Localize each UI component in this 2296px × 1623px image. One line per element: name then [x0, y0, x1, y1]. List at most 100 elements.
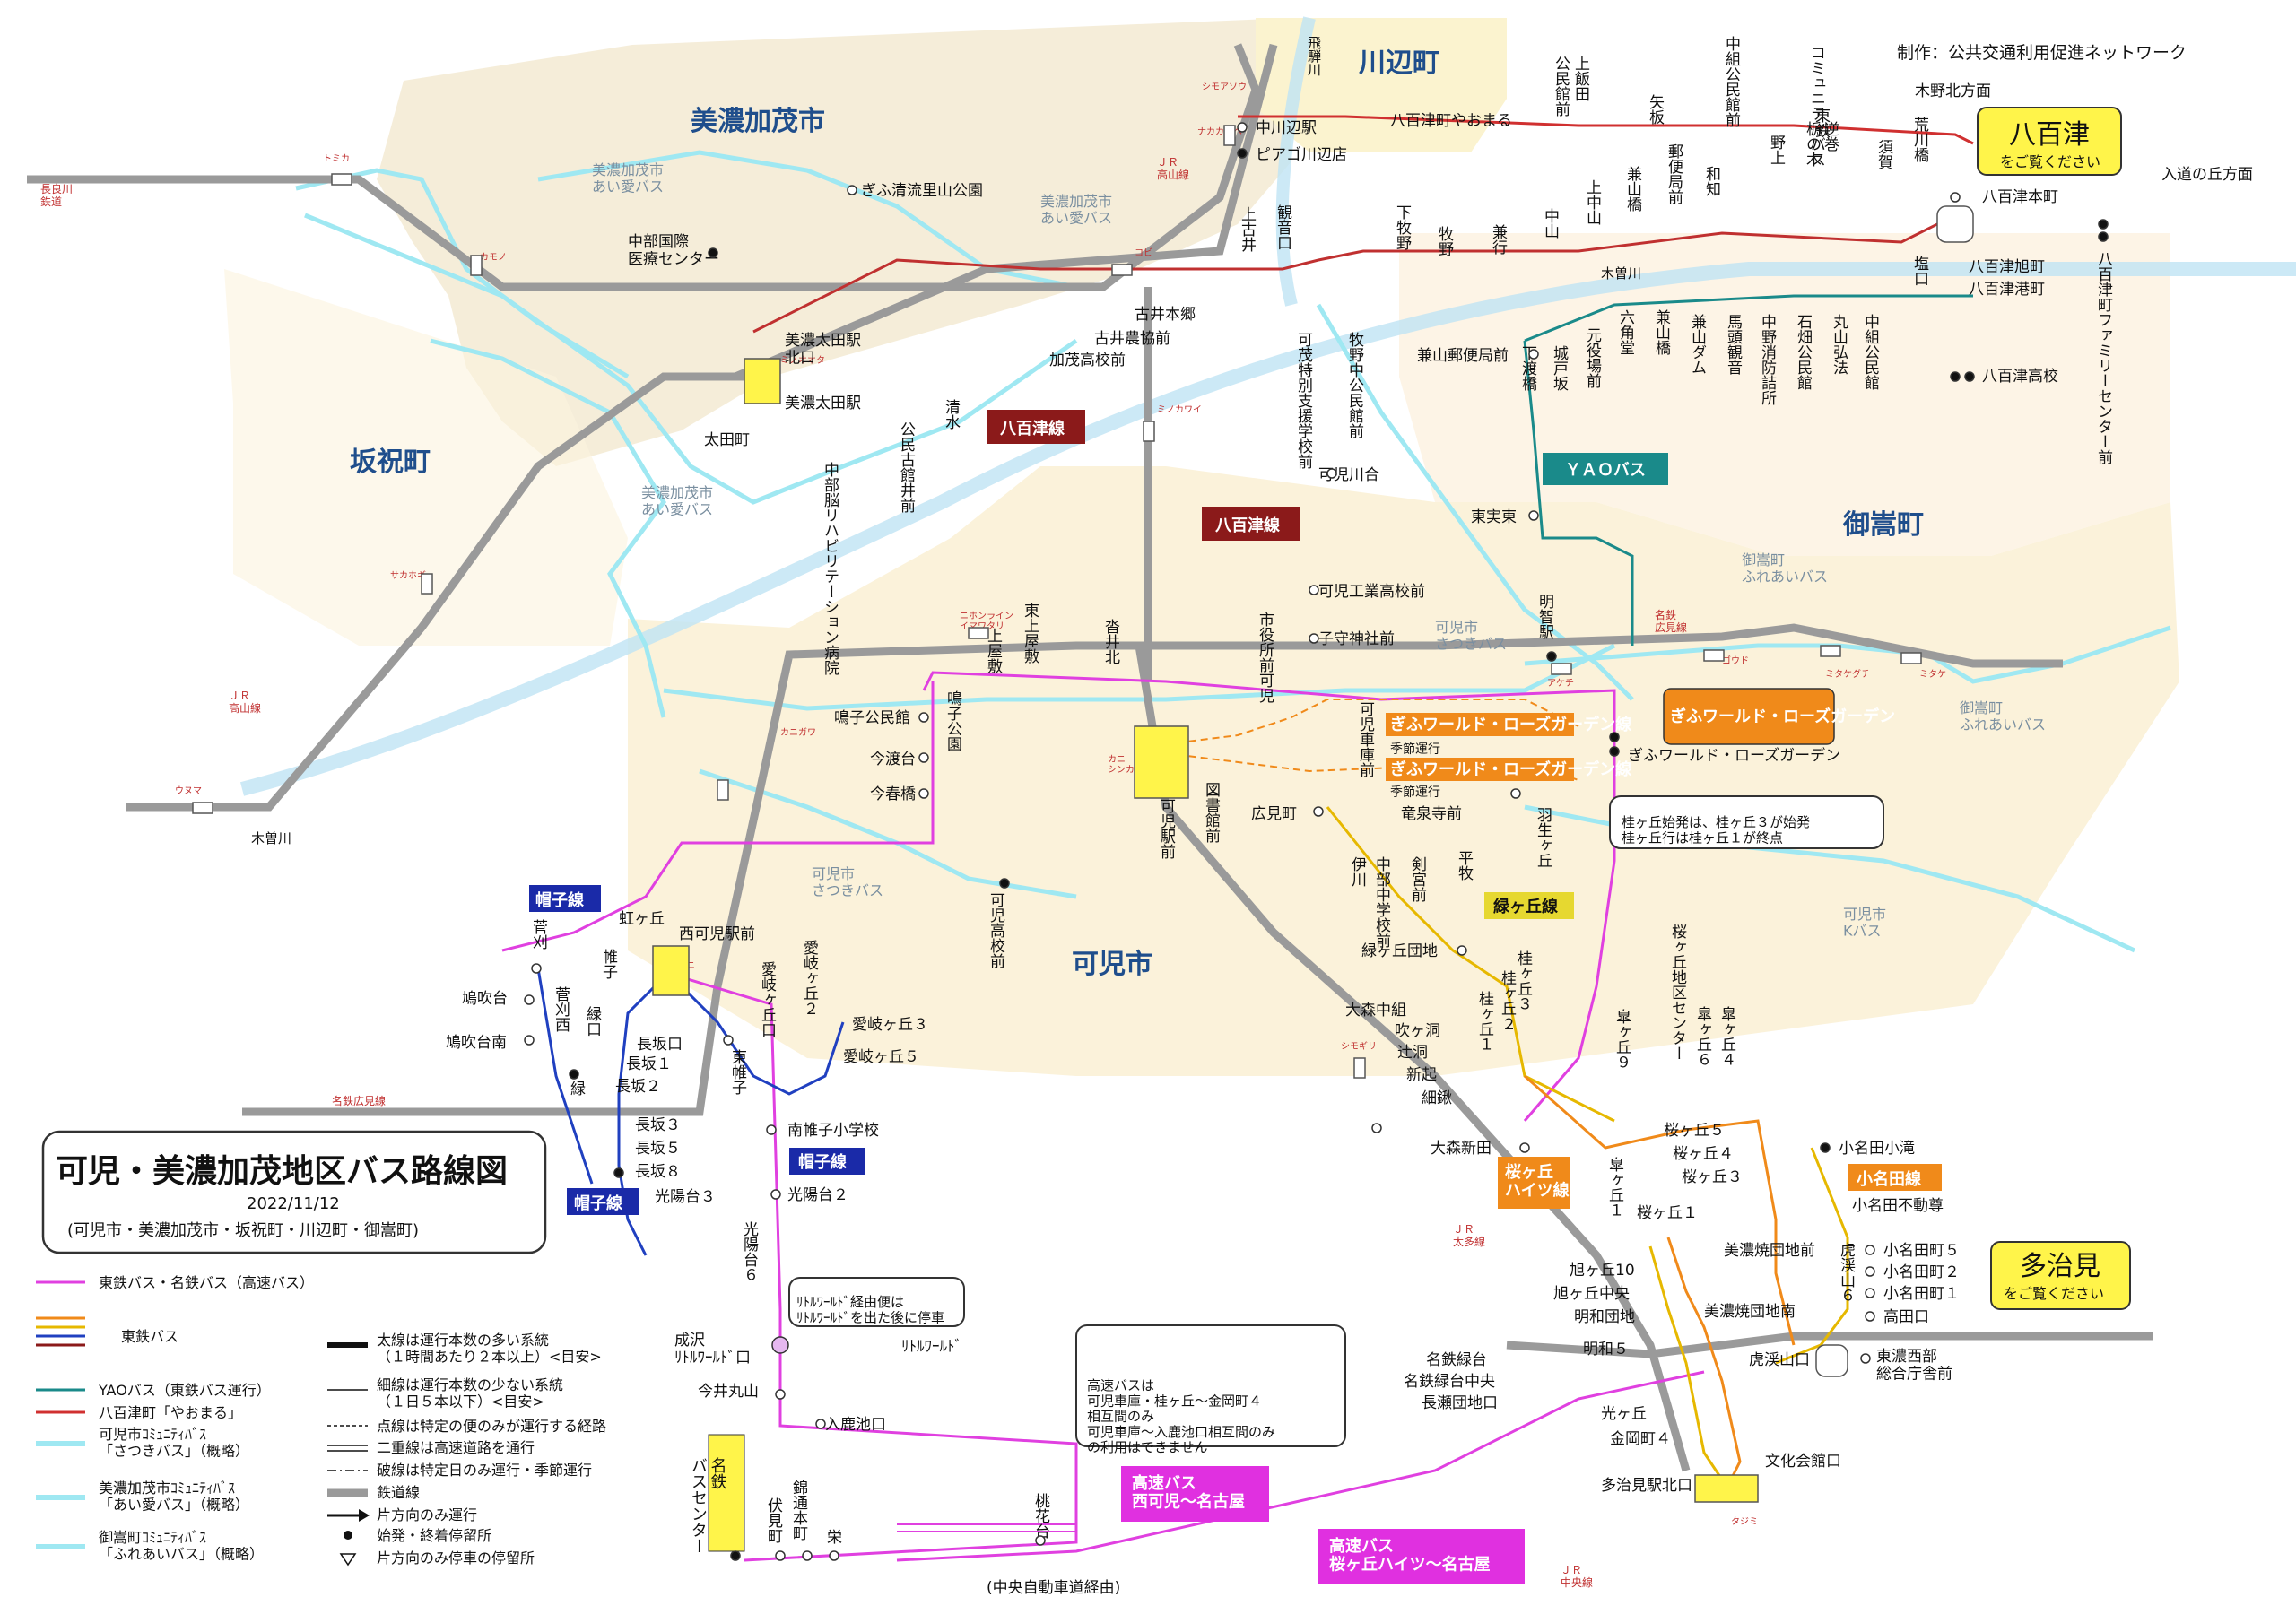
tag-sakuragaoka: 桜ヶ丘ハイツ線	[1505, 1162, 1570, 1201]
stop-naruko-kominkan: 鳴子公民館	[834, 709, 910, 727]
stop-dot	[1865, 1311, 1875, 1322]
vstop-akechi-eki: 明智駅	[1535, 594, 1554, 639]
tag-highway-2: 高速バス桜ヶ丘ハイツ〜名古屋	[1329, 1536, 1491, 1575]
stop-dot	[1865, 1245, 1875, 1255]
title-box: 可児・美濃加茂地区バス路線図 2022/11/12 (可児市・美濃加茂市・坂祝町…	[41, 1130, 547, 1254]
vstop-tsurugimiya: 剣宮前	[1408, 856, 1427, 903]
kana-unuma: ウヌマ	[175, 785, 202, 796]
stop-furui-hongo: 古井本郷	[1135, 306, 1196, 324]
vstop-satsukigaoka-1: 皐ヶ丘１	[1605, 1157, 1624, 1218]
area-minokamo-label: 美濃加茂市	[691, 106, 825, 137]
area-kawabe	[1256, 18, 1507, 152]
stop-yaotsu-asahimachi: 八百津旭町	[1969, 258, 2045, 276]
stop-nagasaka-8: 長坂８	[635, 1163, 681, 1181]
meitetsu-hiromi-line	[242, 623, 2063, 1116]
vstop-community: コミュニティバス	[1807, 45, 1825, 167]
stop-dot	[1035, 1535, 1046, 1546]
vstop-midoriguchi: 緑口	[583, 1006, 602, 1037]
stop-labels-h: ぎふ清流里山公園 中部国際医療センター 美濃太田駅北口 美濃太田駅 太田町 中川…	[446, 119, 2058, 1495]
stop-konada-fudoson: 小名田不動尊	[1852, 1197, 1944, 1215]
vstop-makino: 牧野	[1435, 226, 1454, 256]
community-label-4: 可児市さつきバス	[1435, 619, 1507, 652]
vstop-bato-kannon: 馬頭観音	[1724, 314, 1743, 375]
kana-sakahogi: サカホギ	[390, 570, 426, 581]
legend-one-way: 片方向のみ運行	[377, 1506, 477, 1523]
highway-note: 高速バスは可児車庫・桂ヶ丘〜金岡町４相互間のみ可児車庫〜入鹿池口相互間のみの利用…	[1075, 1324, 1346, 1455]
vstop-sakamaki: 逆巻	[1821, 121, 1839, 152]
map-subtitle: (可児市・美濃加茂市・坂祝町・川辺町・御嵩町)	[67, 1221, 419, 1240]
chuo-line	[1506, 1332, 2152, 1358]
station-akechi	[1551, 663, 1572, 675]
railways	[27, 43, 2152, 1472]
kana-minokawai: ミノカワイ	[1157, 404, 1202, 415]
stop-hiromimachi: 広見町	[1251, 805, 1297, 823]
tag-eboshi-2: 帽子線	[798, 1152, 847, 1172]
kana-tajimi: タジミ	[1731, 1516, 1758, 1527]
kana-tomika: トミカ	[323, 153, 350, 164]
stop-nagasaka-2: 長坂２	[615, 1078, 661, 1096]
vstop-katsuragaoka-3: 桂ヶ丘３	[1514, 950, 1533, 1011]
stop-ryusenji: 竜泉寺前	[1401, 805, 1462, 823]
tag-rose-season-2: 季節運行	[1390, 785, 1440, 800]
stop-koyodai-2: 光陽台２	[787, 1186, 848, 1204]
stop-sakuragaoka-5: 桜ヶ丘５	[1664, 1122, 1725, 1140]
station-markers	[192, 125, 1974, 1503]
stop-konadacho-2: 小名田町２	[1883, 1263, 1960, 1281]
stop-dot	[1865, 1288, 1875, 1298]
community-label-3: 美濃加茂市あい愛バス	[641, 484, 713, 517]
kana-kobi: コビ	[1135, 247, 1152, 258]
stop-aigigaoka-3: 愛岐ヶ丘３	[852, 1016, 928, 1034]
stop-meiwa-danchi: 明和団地	[1574, 1308, 1635, 1326]
vstop-fushimi: 伏見町	[764, 1497, 783, 1543]
chuo-expressway-label: (中央自動車道経由)	[987, 1579, 1120, 1597]
river-kiso-1: 木曽川	[251, 830, 291, 846]
area-labels: 美濃加茂市 川辺町 坂祝町 御嵩町 可児市	[350, 48, 1924, 980]
kana-minoota: ミノオオタ	[780, 355, 825, 366]
vstop-satsukigaoka-9: 皐ヶ丘９	[1613, 1009, 1631, 1070]
stop-dot	[918, 752, 929, 763]
vstop-midori: 緑	[567, 1081, 586, 1096]
stop-tsujibora: 辻洞	[1397, 1044, 1428, 1062]
stop-dot	[524, 994, 535, 1005]
station-shimogiri	[1353, 1057, 1366, 1079]
rail-takayama-1: ＪＲ高山線	[1157, 156, 1189, 181]
vstop-sugakari: 菅刈	[529, 919, 548, 950]
stop-dot	[1510, 788, 1521, 799]
aiai-bus-route-4	[430, 338, 667, 718]
kigaoka-note-text: 桂ヶ丘始発は、桂ヶ丘３が始発桂ヶ丘行は桂ヶ丘１が終点	[1622, 814, 1810, 846]
stop-dot	[1528, 510, 1539, 521]
stop-dot	[569, 1069, 579, 1080]
vstop-chubu-nou: 中部脳リハビリテーション病院	[821, 462, 839, 675]
stop-nagasaka-guchi: 長坂口	[637, 1036, 683, 1054]
stop-nishikani-ekimae: 西可児駅前	[679, 925, 755, 943]
stop-nagase-danchi: 長瀬団地口	[1422, 1394, 1498, 1412]
rail-meitetsu-2: 名鉄広見線	[332, 1094, 386, 1107]
stop-chubu-kokusai: 中部国際医療センター	[628, 233, 719, 269]
stop-dots	[524, 122, 2109, 1561]
satsuki-bus-route-1	[663, 643, 1616, 711]
vstop-maruyama: 丸山弘法	[1830, 314, 1848, 375]
station-minoota	[744, 358, 781, 404]
kana-kanigawa: カニガワ	[780, 727, 816, 738]
stop-takadaguchi: 高田口	[1883, 1308, 1929, 1326]
stop-yaotsu-koko: 八百津高校	[1982, 368, 2058, 386]
vstop-makino-naka: 牧野中公民館前	[1345, 332, 1364, 439]
legend-tohtetsu: 東鉄バス	[121, 1328, 178, 1345]
credit: 制作：公共交通利用促進ネットワーク	[1897, 43, 2187, 63]
rail-taita: ＪＲ太多線	[1453, 1223, 1485, 1248]
satsuki-bus-route-3	[1316, 303, 1634, 701]
kana-shimoaso: シモアソウ	[1202, 82, 1247, 92]
stop-asahigaoka-chuo: 旭ヶ丘中央	[1553, 1285, 1630, 1303]
stop-dot	[770, 1189, 781, 1200]
highway-note-text: 高速バスは可児車庫・桂ヶ丘〜金岡町４相互間のみ可児車庫〜入鹿池口相互間のみの利用…	[1087, 1377, 1275, 1455]
kiso-river	[239, 262, 2296, 796]
legend-thin: 細線は運行本数の少ない系統（１日５本以下）<目安>	[377, 1376, 563, 1410]
area-sakahogi	[224, 269, 628, 646]
vstop-kokeizan-6: 虎渓山６	[1837, 1242, 1856, 1303]
station-kani	[1134, 725, 1189, 799]
vstop-higashi-katabira: 東帷子	[728, 1049, 747, 1095]
stop-narusawa: 成沢ﾘﾄﾙﾜｰﾙﾄﾞ口	[674, 1332, 751, 1367]
eboshi-line-2	[536, 968, 594, 1185]
